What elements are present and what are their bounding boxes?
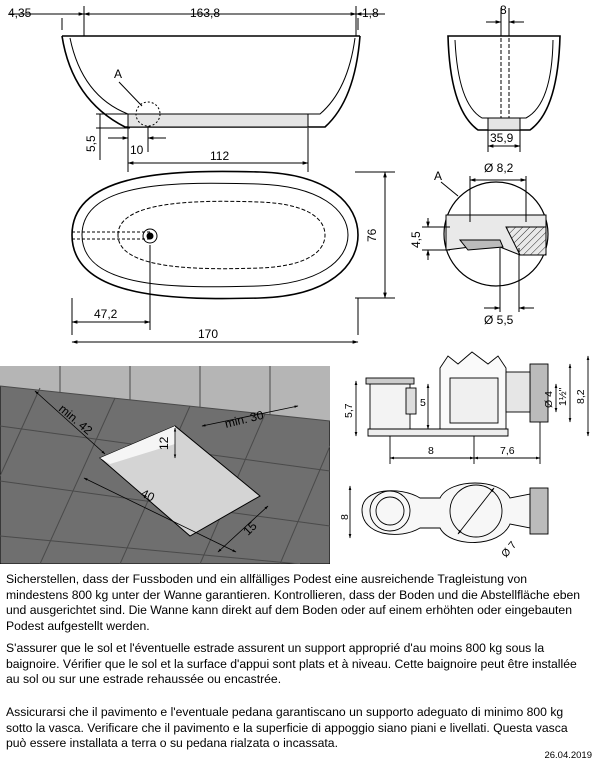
plan-view [71, 170, 395, 344]
dim-offset-2: 7,6 [500, 445, 515, 457]
dim-drain-x: 47,2 [94, 307, 118, 321]
document-date: 26.04.2019 [544, 750, 592, 761]
dim-width: 76 [365, 228, 379, 242]
floor-cutout-illustration: min. 42 min. 30 12 40 15 [0, 366, 330, 564]
dim-plan-diameter: Ø 7 [499, 539, 519, 560]
dim-detail-height: 4,5 [409, 231, 423, 248]
dim-thread: 1½" [557, 387, 569, 406]
dim-right-offset: 1,8 [362, 6, 379, 20]
dim-drain-offset: 10 [130, 143, 144, 157]
dim-bottom-diameter: Ø 5,5 [484, 313, 514, 327]
dim-pipe-diameter: Ø 4 [543, 391, 555, 408]
dim-offset-1: 8 [428, 445, 434, 457]
dim-depth-12: 12 [157, 436, 171, 450]
technical-drawings: 4,35 163,8 1,8 A 5,5 10 112 8 35,9 [8, 3, 561, 344]
dim-siphon-inner: 5 [420, 397, 426, 409]
dim-end-bottom: 35,9 [490, 131, 514, 145]
text-french: S'assurer que le sol et l'éventuelle est… [6, 641, 577, 686]
dim-length-40: 40 [139, 486, 157, 505]
dim-plan-height: 8 [340, 514, 351, 520]
detail-a-label: A [434, 169, 442, 183]
dim-total-length: 170 [198, 327, 218, 341]
dim-base-length: 112 [210, 149, 229, 163]
dim-top-diameter: Ø 8,2 [484, 161, 514, 175]
text-italian: Assicurarsi che il pavimento e l'eventua… [6, 705, 568, 750]
detail-marker-a: A [114, 67, 122, 81]
dim-siphon-height-right: 8,2 [575, 389, 587, 404]
side-elevation [10, 6, 385, 172]
dim-length-top: 163,8 [190, 6, 220, 20]
text-german: Sicherstellen, dass der Fussboden und ei… [6, 572, 581, 633]
dim-left-offset: 4,35 [8, 6, 32, 20]
siphon-drawings: 5,7 5 Ø 4 1½" 8,2 8 7,6 8 Ø 7 [340, 351, 590, 560]
dim-drain-height: 5,5 [84, 135, 98, 152]
dim-end-top: 8 [500, 3, 507, 17]
dim-siphon-height-left: 5,7 [343, 403, 355, 418]
end-elevation [447, 8, 561, 152]
detail-a [422, 176, 549, 312]
